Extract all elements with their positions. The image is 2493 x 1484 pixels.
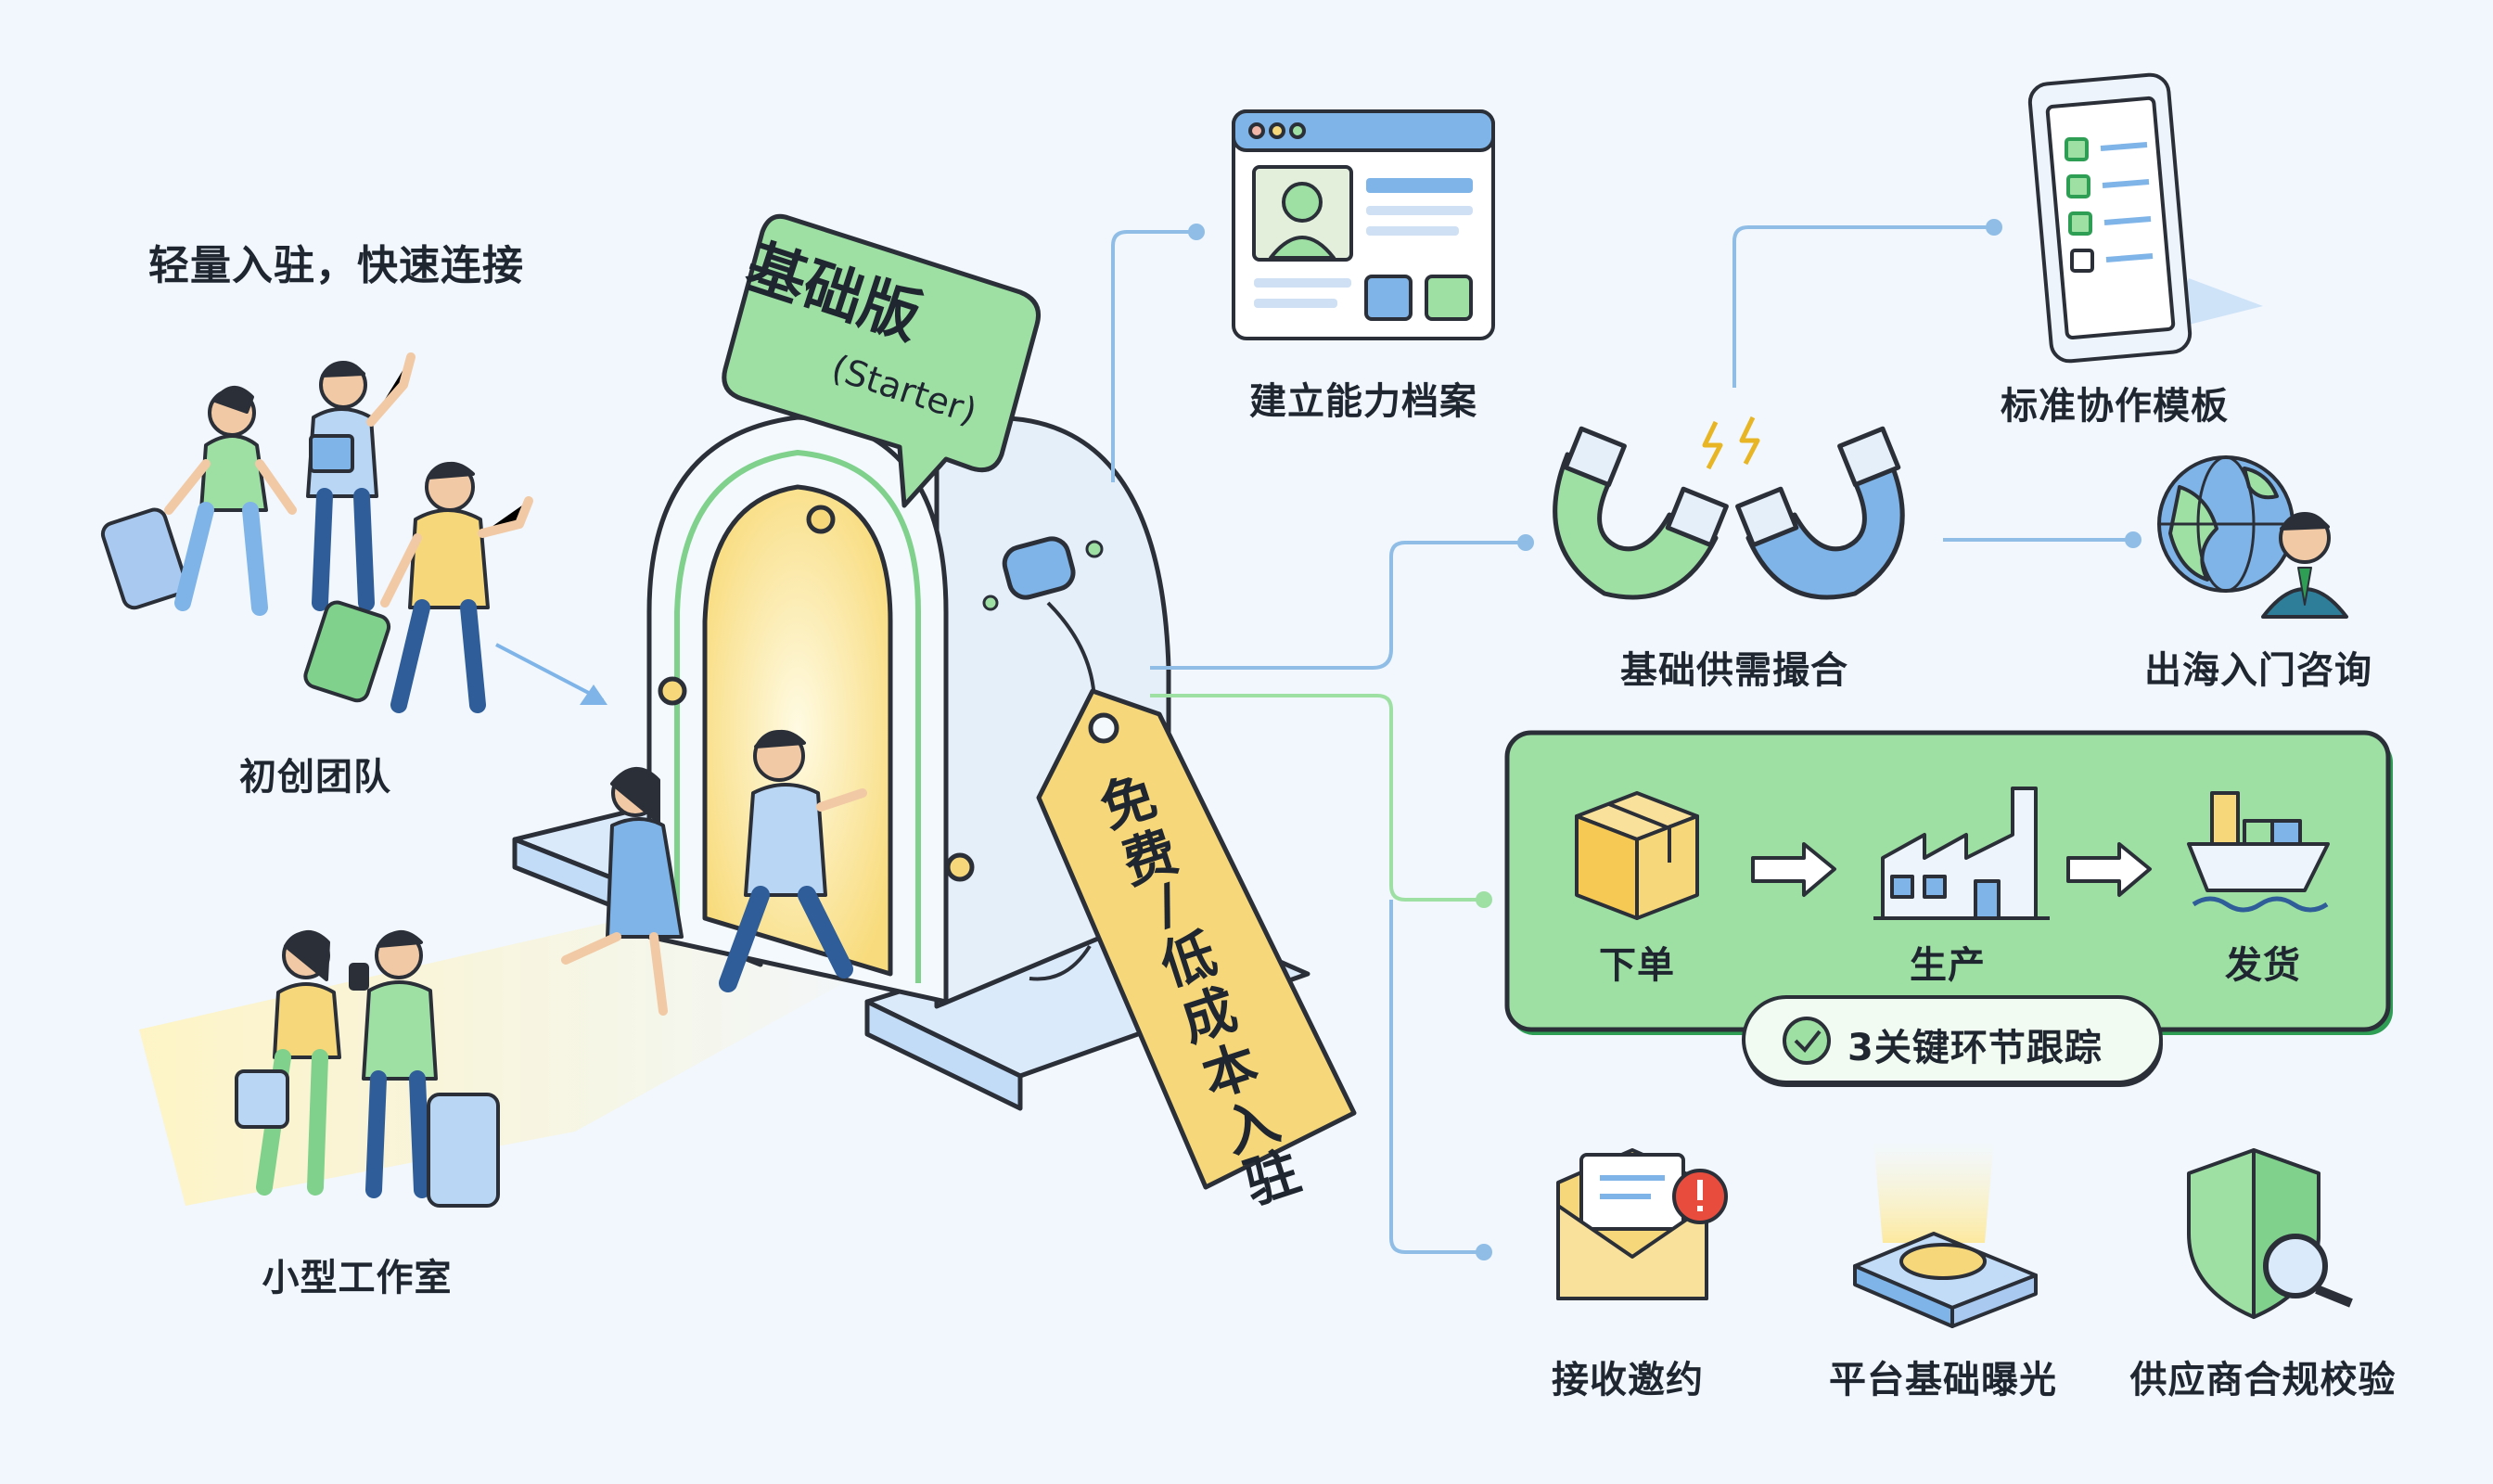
- walking-couple: [561, 729, 867, 1016]
- price-tag: [1029, 601, 1357, 1190]
- flow-step-order: 下单: [1599, 944, 1675, 987]
- connector-dots: [1188, 219, 2141, 1260]
- globe-consultant-icon: [2157, 455, 2348, 619]
- magnet-icon: [1553, 416, 1905, 600]
- label-small-studio: 小型工作室: [262, 1257, 453, 1299]
- arrow-icon: [1751, 842, 1836, 897]
- tracking-pill: [1742, 995, 2163, 1087]
- small-studio-illustration: [235, 930, 500, 1208]
- ship-icon: [2187, 791, 2330, 913]
- page-title: 轻量入驻，快速连接: [148, 242, 524, 289]
- group-arrow: [495, 643, 604, 702]
- label-matching: 基础供需撮合: [1620, 649, 1848, 692]
- tablet-checklist-icon: [2027, 72, 2263, 364]
- starter-sign: [722, 213, 1041, 508]
- connector-lines: [1111, 225, 2133, 1254]
- profile-browser-icon: [1232, 109, 1495, 340]
- label-compliance: 供应商合规校验: [2129, 1359, 2397, 1401]
- spotlight-platform-icon: [1853, 1141, 2038, 1328]
- shield-search-icon: [2187, 1148, 2353, 1319]
- arrow-icon: [2066, 842, 2152, 897]
- flow-step-ship: 发货: [2225, 944, 2301, 987]
- envelope-icon: [1556, 1148, 1728, 1300]
- label-invitation: 接收邀约: [1552, 1359, 1704, 1401]
- package-icon: [1575, 791, 1699, 920]
- label-overseas: 出海入门咨询: [2144, 649, 2372, 692]
- label-profile: 建立能力档案: [1249, 380, 1477, 423]
- flow-step-produce: 生产: [1910, 944, 1986, 987]
- label-exposure: 平台基础曝光: [1829, 1359, 2057, 1401]
- startup-team-illustration: [100, 352, 533, 713]
- label-startup-team: 初创团队: [239, 756, 391, 799]
- tracking-label: 3关键环节跟踪: [1847, 1027, 2103, 1069]
- factory-icon: [1873, 787, 2050, 920]
- label-template: 标准协作模板: [2001, 385, 2229, 428]
